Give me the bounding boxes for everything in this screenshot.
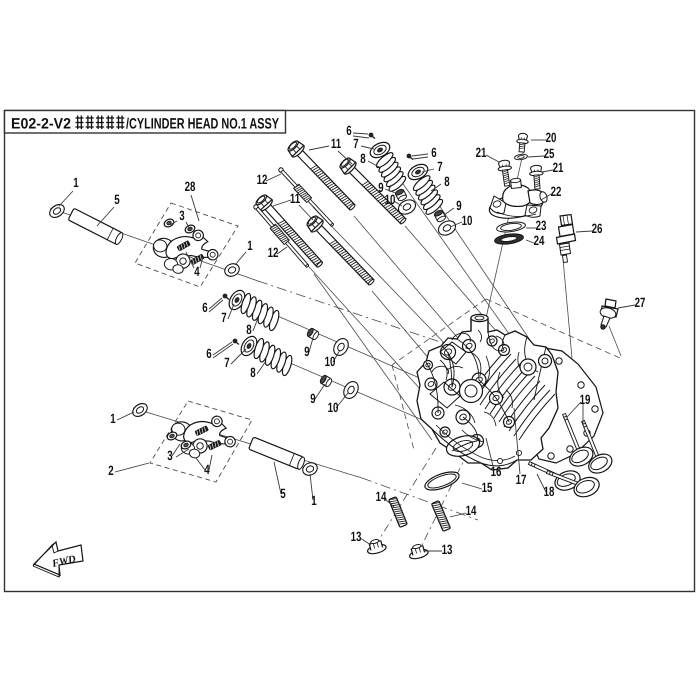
svg-text:10: 10 (385, 192, 396, 207)
svg-text:21: 21 (553, 160, 564, 175)
svg-text:11: 11 (331, 136, 342, 151)
svg-text:6: 6 (431, 145, 437, 160)
svg-text:4: 4 (204, 462, 210, 477)
svg-text:16: 16 (491, 464, 502, 479)
svg-text:22: 22 (551, 184, 562, 199)
svg-text:18: 18 (544, 484, 555, 499)
svg-text:7: 7 (437, 159, 442, 174)
svg-text:9: 9 (304, 344, 309, 359)
svg-text:26: 26 (592, 221, 603, 236)
svg-text:7: 7 (221, 310, 226, 325)
svg-text:10: 10 (462, 213, 473, 228)
svg-text:1: 1 (73, 175, 79, 190)
svg-text:1: 1 (311, 493, 317, 508)
svg-text:9: 9 (456, 198, 461, 213)
svg-text:14: 14 (466, 503, 477, 518)
svg-text:9: 9 (378, 180, 383, 195)
svg-text:25: 25 (544, 146, 555, 161)
svg-text:11: 11 (290, 191, 301, 206)
svg-text:23: 23 (536, 218, 547, 233)
svg-text:8: 8 (246, 322, 252, 337)
svg-text:/CYLINDER HEAD NO.1 ASSY: /CYLINDER HEAD NO.1 ASSY (126, 116, 279, 133)
svg-text:8: 8 (250, 365, 256, 380)
svg-text:19: 19 (580, 392, 591, 407)
svg-text:13: 13 (351, 529, 362, 544)
svg-text:12: 12 (268, 245, 279, 260)
svg-text:6: 6 (346, 123, 352, 138)
svg-text:2: 2 (108, 463, 113, 478)
svg-text:12: 12 (257, 172, 268, 187)
svg-text:7: 7 (224, 355, 229, 370)
svg-text:5: 5 (280, 486, 286, 501)
svg-text:24: 24 (534, 233, 545, 248)
svg-text:3: 3 (167, 448, 173, 463)
svg-text:8: 8 (360, 151, 366, 166)
svg-text:5: 5 (114, 192, 120, 207)
svg-text:1: 1 (110, 411, 116, 426)
svg-text:9: 9 (310, 391, 315, 406)
svg-text:8: 8 (444, 174, 450, 189)
svg-text:10: 10 (328, 400, 339, 415)
svg-text:20: 20 (546, 130, 557, 145)
svg-text:14: 14 (376, 489, 387, 504)
svg-text:15: 15 (482, 480, 493, 495)
svg-text:21: 21 (476, 145, 487, 160)
svg-text:17: 17 (516, 472, 527, 487)
svg-text:13: 13 (442, 542, 453, 557)
svg-text:6: 6 (206, 346, 212, 361)
svg-text:6: 6 (202, 300, 208, 315)
svg-text:28: 28 (185, 179, 196, 194)
svg-text:4: 4 (194, 264, 200, 279)
svg-text:E02-2-V2: E02-2-V2 (11, 116, 71, 133)
svg-text:1: 1 (247, 238, 253, 253)
svg-text:3: 3 (179, 208, 185, 223)
svg-text:10: 10 (325, 354, 336, 369)
svg-text:27: 27 (635, 295, 646, 310)
svg-text:7: 7 (353, 136, 358, 151)
